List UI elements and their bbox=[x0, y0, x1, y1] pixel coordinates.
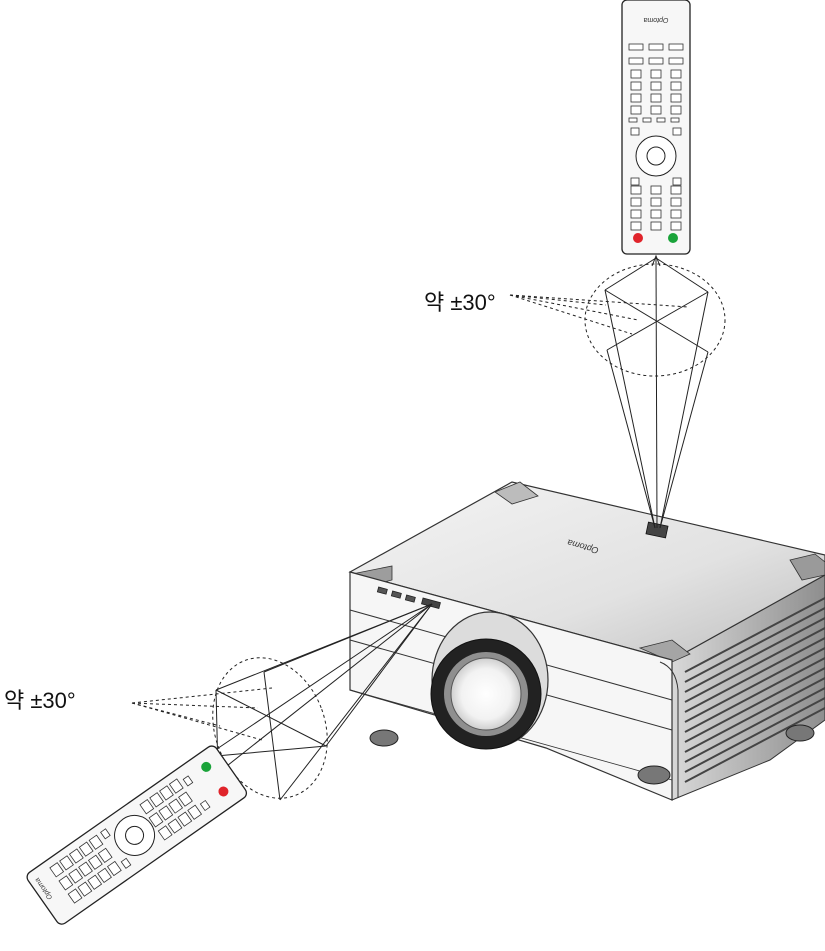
side-vents bbox=[684, 597, 825, 783]
remote-top-brand-text: Optoma bbox=[643, 16, 668, 23]
remote-left-power-on-icon bbox=[201, 761, 212, 772]
top-ir-cone bbox=[509, 254, 726, 529]
top-angle-label: 약 ±30° bbox=[424, 290, 496, 315]
projector: Optoma bbox=[348, 481, 825, 801]
projector-feet bbox=[369, 724, 815, 785]
left-ir-cone bbox=[131, 603, 433, 801]
front-keypad bbox=[376, 586, 441, 609]
remote-left-power-off-icon bbox=[218, 786, 229, 797]
power-on-button-icon bbox=[668, 233, 678, 243]
remote-control-top: Optoma bbox=[621, 0, 691, 255]
left-angle-label: 약 ±30° bbox=[4, 688, 76, 713]
projection-lens bbox=[430, 611, 549, 750]
remote-control-left: Optoma bbox=[26, 745, 248, 925]
ir-receiver-top bbox=[645, 521, 669, 539]
power-off-button-icon bbox=[633, 233, 643, 243]
